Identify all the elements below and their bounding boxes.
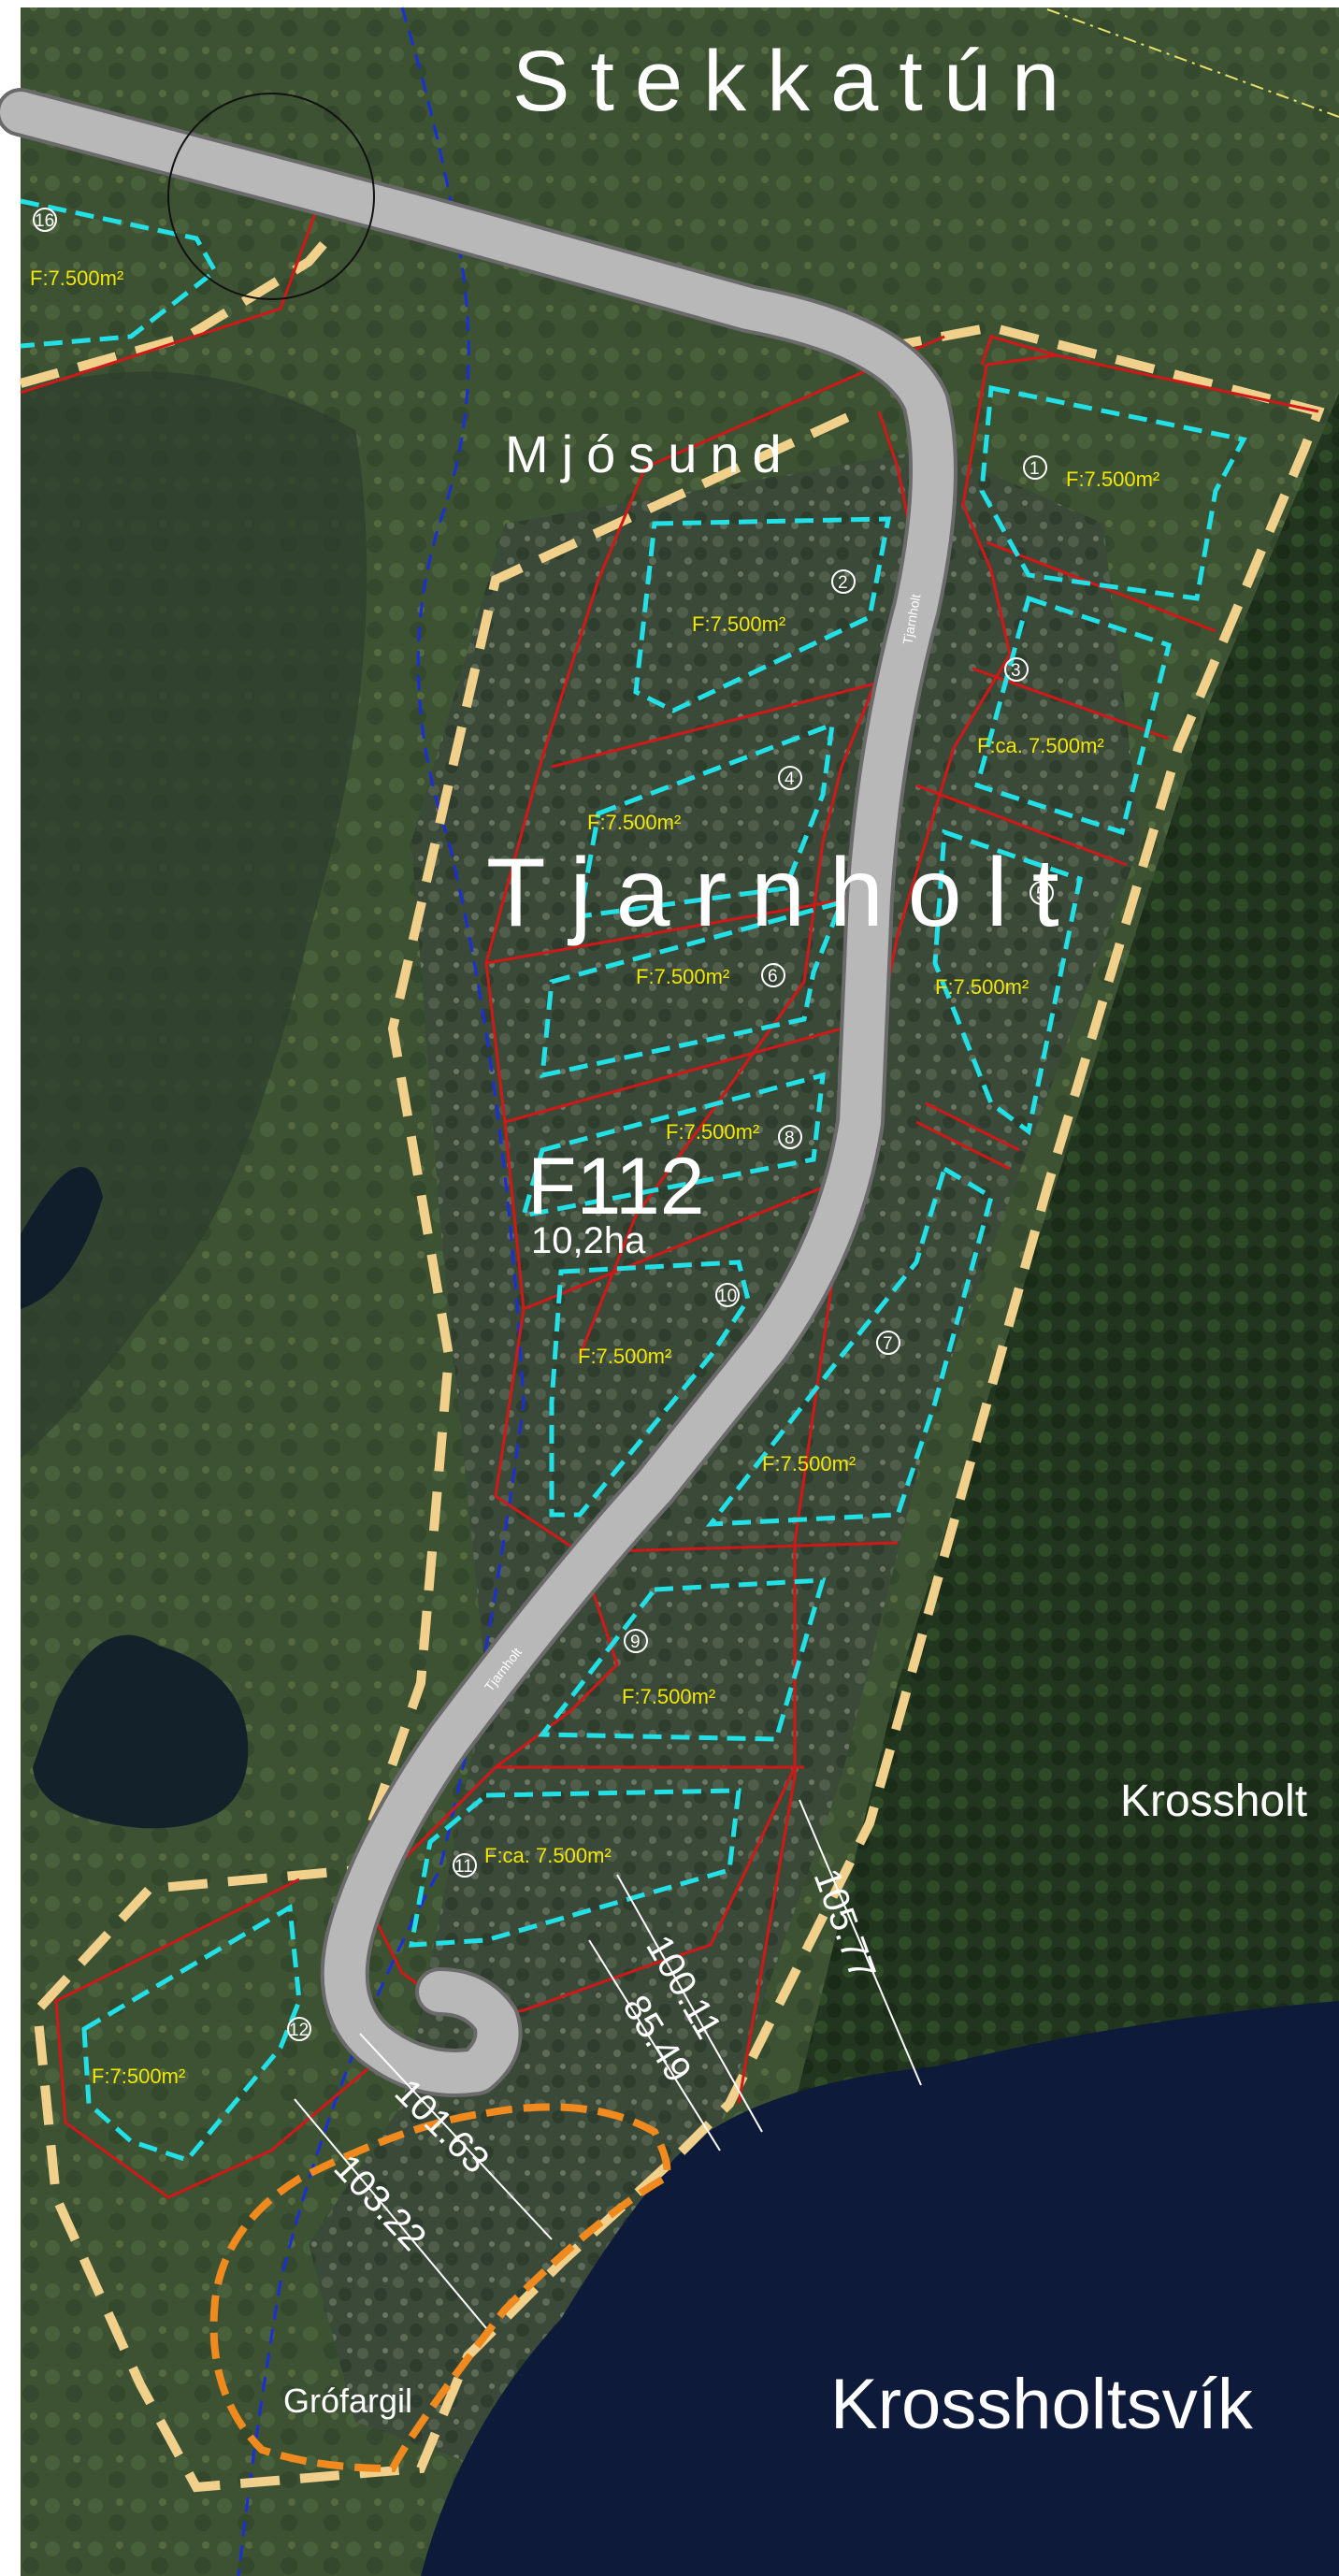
lot-area-12: F:7:500m² (92, 2065, 185, 2088)
lot-number-markers (33, 208, 1054, 2041)
lot-number-16: 16 (35, 211, 54, 231)
lot-number-7: 7 (883, 1334, 893, 1354)
lot-number-5: 5 (1036, 885, 1046, 904)
lot-area-7: F:7.500m² (762, 1452, 856, 1475)
lot-number-1: 1 (1029, 459, 1040, 479)
dimension-lines (294, 1799, 922, 2329)
lot-number-12: 12 (289, 2021, 309, 2040)
northeast-dashed-line (1046, 8, 1339, 118)
lot-area-8: F:7.500m² (666, 1120, 759, 1144)
building-areas (20, 198, 1247, 2163)
place-stekkatun: Stekkatún (512, 34, 1080, 129)
east-forest (795, 393, 1339, 2104)
left-frame-edge (0, 0, 21, 2576)
lot-number-10: 10 (717, 1287, 737, 1306)
stream-line (237, 7, 526, 2576)
lot-number-6: 6 (768, 967, 778, 986)
grofargil-gully (209, 2103, 671, 2473)
lot-number-3: 3 (1011, 661, 1021, 681)
lot-number-8: 8 (785, 1129, 795, 1148)
krossholtsvik-water (421, 2001, 1339, 2576)
lot-number-11: 11 (454, 1857, 473, 1877)
tjarnholt-vegetation (309, 449, 1141, 2468)
lot-area-4: F:7.500m² (587, 811, 681, 834)
place-grofargil: Grófargil (283, 2382, 412, 2420)
place-tjarnholt: Tjarnholt (486, 839, 1084, 947)
lot-area-2: F:7.500m² (692, 612, 785, 636)
lot-area-1: F:7.500m² (1066, 468, 1159, 491)
lot-area-9: F:7.500m² (622, 1685, 715, 1708)
lot-number-9: 9 (630, 1633, 641, 1652)
lot-area-3: F:ca. 7.500m² (977, 734, 1104, 757)
pond (33, 1634, 249, 1829)
lot-area-10: F:7.500m² (578, 1345, 671, 1368)
zone-size: 10,2ha (531, 1220, 646, 1261)
pond-left (21, 1167, 103, 1309)
zone-code: F112 (527, 1142, 705, 1231)
access-road (0, 88, 957, 2097)
lot-number-4: 4 (785, 770, 795, 789)
lot-area-11: F:ca. 7.500m² (484, 1844, 612, 1867)
dark-wetland (21, 371, 367, 1459)
plan-boundary (19, 89, 1325, 2493)
lot-area-16: F:7.500m² (30, 266, 123, 290)
place-krossholt: Krossholt (1120, 1777, 1307, 1826)
turning-circle-outline (167, 93, 375, 300)
place-mjosund: Mjósund (505, 425, 795, 483)
lot-area-5: F:7.500m² (935, 975, 1029, 999)
place-krossholtsvik: Krossholtsvík (830, 2365, 1254, 2444)
lot-area-6: F:7.500m² (636, 965, 729, 988)
lot-number-2: 2 (838, 573, 848, 593)
